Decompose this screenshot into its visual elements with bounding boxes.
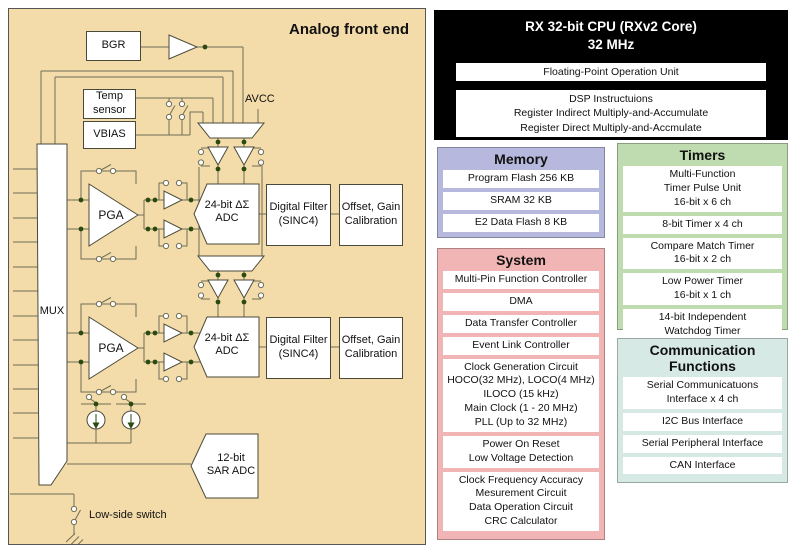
- communication-item: I2C Bus Interface: [623, 412, 782, 431]
- digital-filter-label: Digital Filter (SINC4): [269, 201, 328, 227]
- ref-buffer-triangle: [207, 146, 229, 167]
- bgr-label: BGR: [101, 39, 126, 52]
- system-item: Power On Reset Low Voltage Detection: [443, 435, 599, 468]
- timers-item: 8-bit Timer x 4 ch: [623, 215, 782, 234]
- cpu-block: RX 32-bit CPU (RXv2 Core) 32 MHz Floatin…: [434, 10, 788, 140]
- timers-block: Timers Multi-Function Timer Pulse Unit 1…: [617, 143, 788, 341]
- switch-lever: [74, 105, 189, 521]
- mux-label: MUX: [39, 305, 65, 317]
- system-item: Clock Generation Circuit HOCO(32 MHz), L…: [443, 358, 599, 432]
- system-header: System: [496, 252, 546, 268]
- ref-buffer-triangle: [233, 146, 255, 167]
- delta-sigma-adc-shape-1: [193, 183, 260, 245]
- memory-item: SRAM 32 KB: [443, 191, 599, 210]
- timers-item: Compare Match Timer 16-bit x 2 ch: [623, 237, 782, 270]
- timers-item: Low Power Timer 16-bit x 1 ch: [623, 273, 782, 305]
- cpu-title: RX 32-bit CPU (RXv2 Core) 32 MHz: [525, 19, 697, 52]
- ref-buffer-triangle: [207, 279, 229, 300]
- switch-contacts: [70, 100, 265, 526]
- fpu-block: Floating-Point Operation Unit: [456, 63, 766, 82]
- pga-label-2: PGA: [98, 341, 124, 355]
- low-side-switch-label: Low-side switch: [89, 509, 167, 521]
- ref-mux-trapezoid-1: [196, 122, 266, 139]
- afe-shapes: [36, 34, 266, 499]
- current-source-arrows: [92, 414, 135, 430]
- ref-mux-trapezoid-2: [196, 255, 266, 272]
- sar-adc-label: 12-bit SAR ADC: [206, 452, 256, 478]
- delta-sigma-adc-shape-2: [193, 316, 260, 378]
- digital-filter-label: Digital Filter (SINC4): [269, 334, 328, 360]
- buffer-triangle: [163, 352, 184, 372]
- avcc-label: AVCC: [245, 93, 275, 105]
- adc-label-2: 24-bit ΔΣ ADC: [204, 332, 250, 358]
- offset-gain-label: Offset, Gain Calibration: [341, 201, 401, 227]
- offset-gain-calibration-block-1: Offset, Gain Calibration: [339, 184, 403, 246]
- temp-sensor-label: Temp sensor: [92, 90, 127, 116]
- system-block: System Multi-Pin Function Controller DMA…: [437, 248, 605, 540]
- sar-adc-shape: [190, 433, 259, 499]
- communication-header: Communication Functions: [649, 342, 756, 375]
- timers-item: 14-bit Independent Watchdog Timer: [623, 308, 782, 341]
- communication-item: CAN Interface: [623, 456, 782, 475]
- system-item: Clock Frequency Accuracy Mesurement Circ…: [443, 471, 599, 531]
- analog-front-end-panel: Analog front end BGR Temp sensor VBIAS A…: [8, 8, 426, 545]
- afe-schematic: [10, 34, 339, 544]
- communication-item: Serial Communicatuons Interface x 4 ch: [623, 377, 782, 409]
- vbias-label: VBIAS: [93, 128, 126, 141]
- digital-filter-block-1: Digital Filter (SINC4): [266, 184, 331, 246]
- ref-buffer-triangle: [233, 279, 255, 300]
- offset-gain-label: Offset, Gain Calibration: [341, 334, 401, 360]
- vbias-block: VBIAS: [83, 121, 136, 149]
- communication-block: Communication Functions Serial Communica…: [617, 338, 788, 483]
- system-item: DMA: [443, 292, 599, 311]
- buffer-triangle: [163, 190, 184, 210]
- buffer-triangle: [163, 323, 184, 343]
- pga-triangle-1: [88, 183, 139, 247]
- system-item: Event Link Controller: [443, 336, 599, 355]
- timers-item: Multi-Function Timer Pulse Unit 16-bit x…: [623, 166, 782, 212]
- offset-gain-calibration-block-2: Offset, Gain Calibration: [339, 317, 403, 379]
- timers-header: Timers: [679, 147, 726, 163]
- dsp-block: DSP Instructuions Register Indirect Mult…: [456, 90, 766, 137]
- pga-triangle-2: [88, 316, 139, 380]
- memory-item: Program Flash 256 KB: [443, 170, 599, 188]
- mux-shape: [36, 143, 68, 486]
- communication-item: Serial Peripheral Interface: [623, 434, 782, 453]
- adc-label-1: 24-bit ΔΣ ADC: [204, 199, 250, 225]
- bgr-buffer-triangle: [168, 34, 199, 60]
- memory-header: Memory: [494, 151, 548, 167]
- memory-block: Memory Program Flash 256 KB SRAM 32 KB E…: [437, 147, 605, 238]
- ground-icon: [65, 533, 84, 544]
- digital-filter-block-2: Digital Filter (SINC4): [266, 317, 331, 379]
- buffer-triangle: [163, 219, 184, 239]
- afe-title: Analog front end: [289, 21, 409, 38]
- junction-dots: [78, 44, 247, 407]
- temp-sensor-block: Temp sensor: [83, 89, 136, 119]
- system-item: Data Transfer Controller: [443, 314, 599, 333]
- bgr-block: BGR: [86, 31, 141, 61]
- memory-item: E2 Data Flash 8 KB: [443, 213, 599, 232]
- system-item: Multi-Pin Function Controller: [443, 271, 599, 289]
- pga-label-1: PGA: [98, 208, 124, 222]
